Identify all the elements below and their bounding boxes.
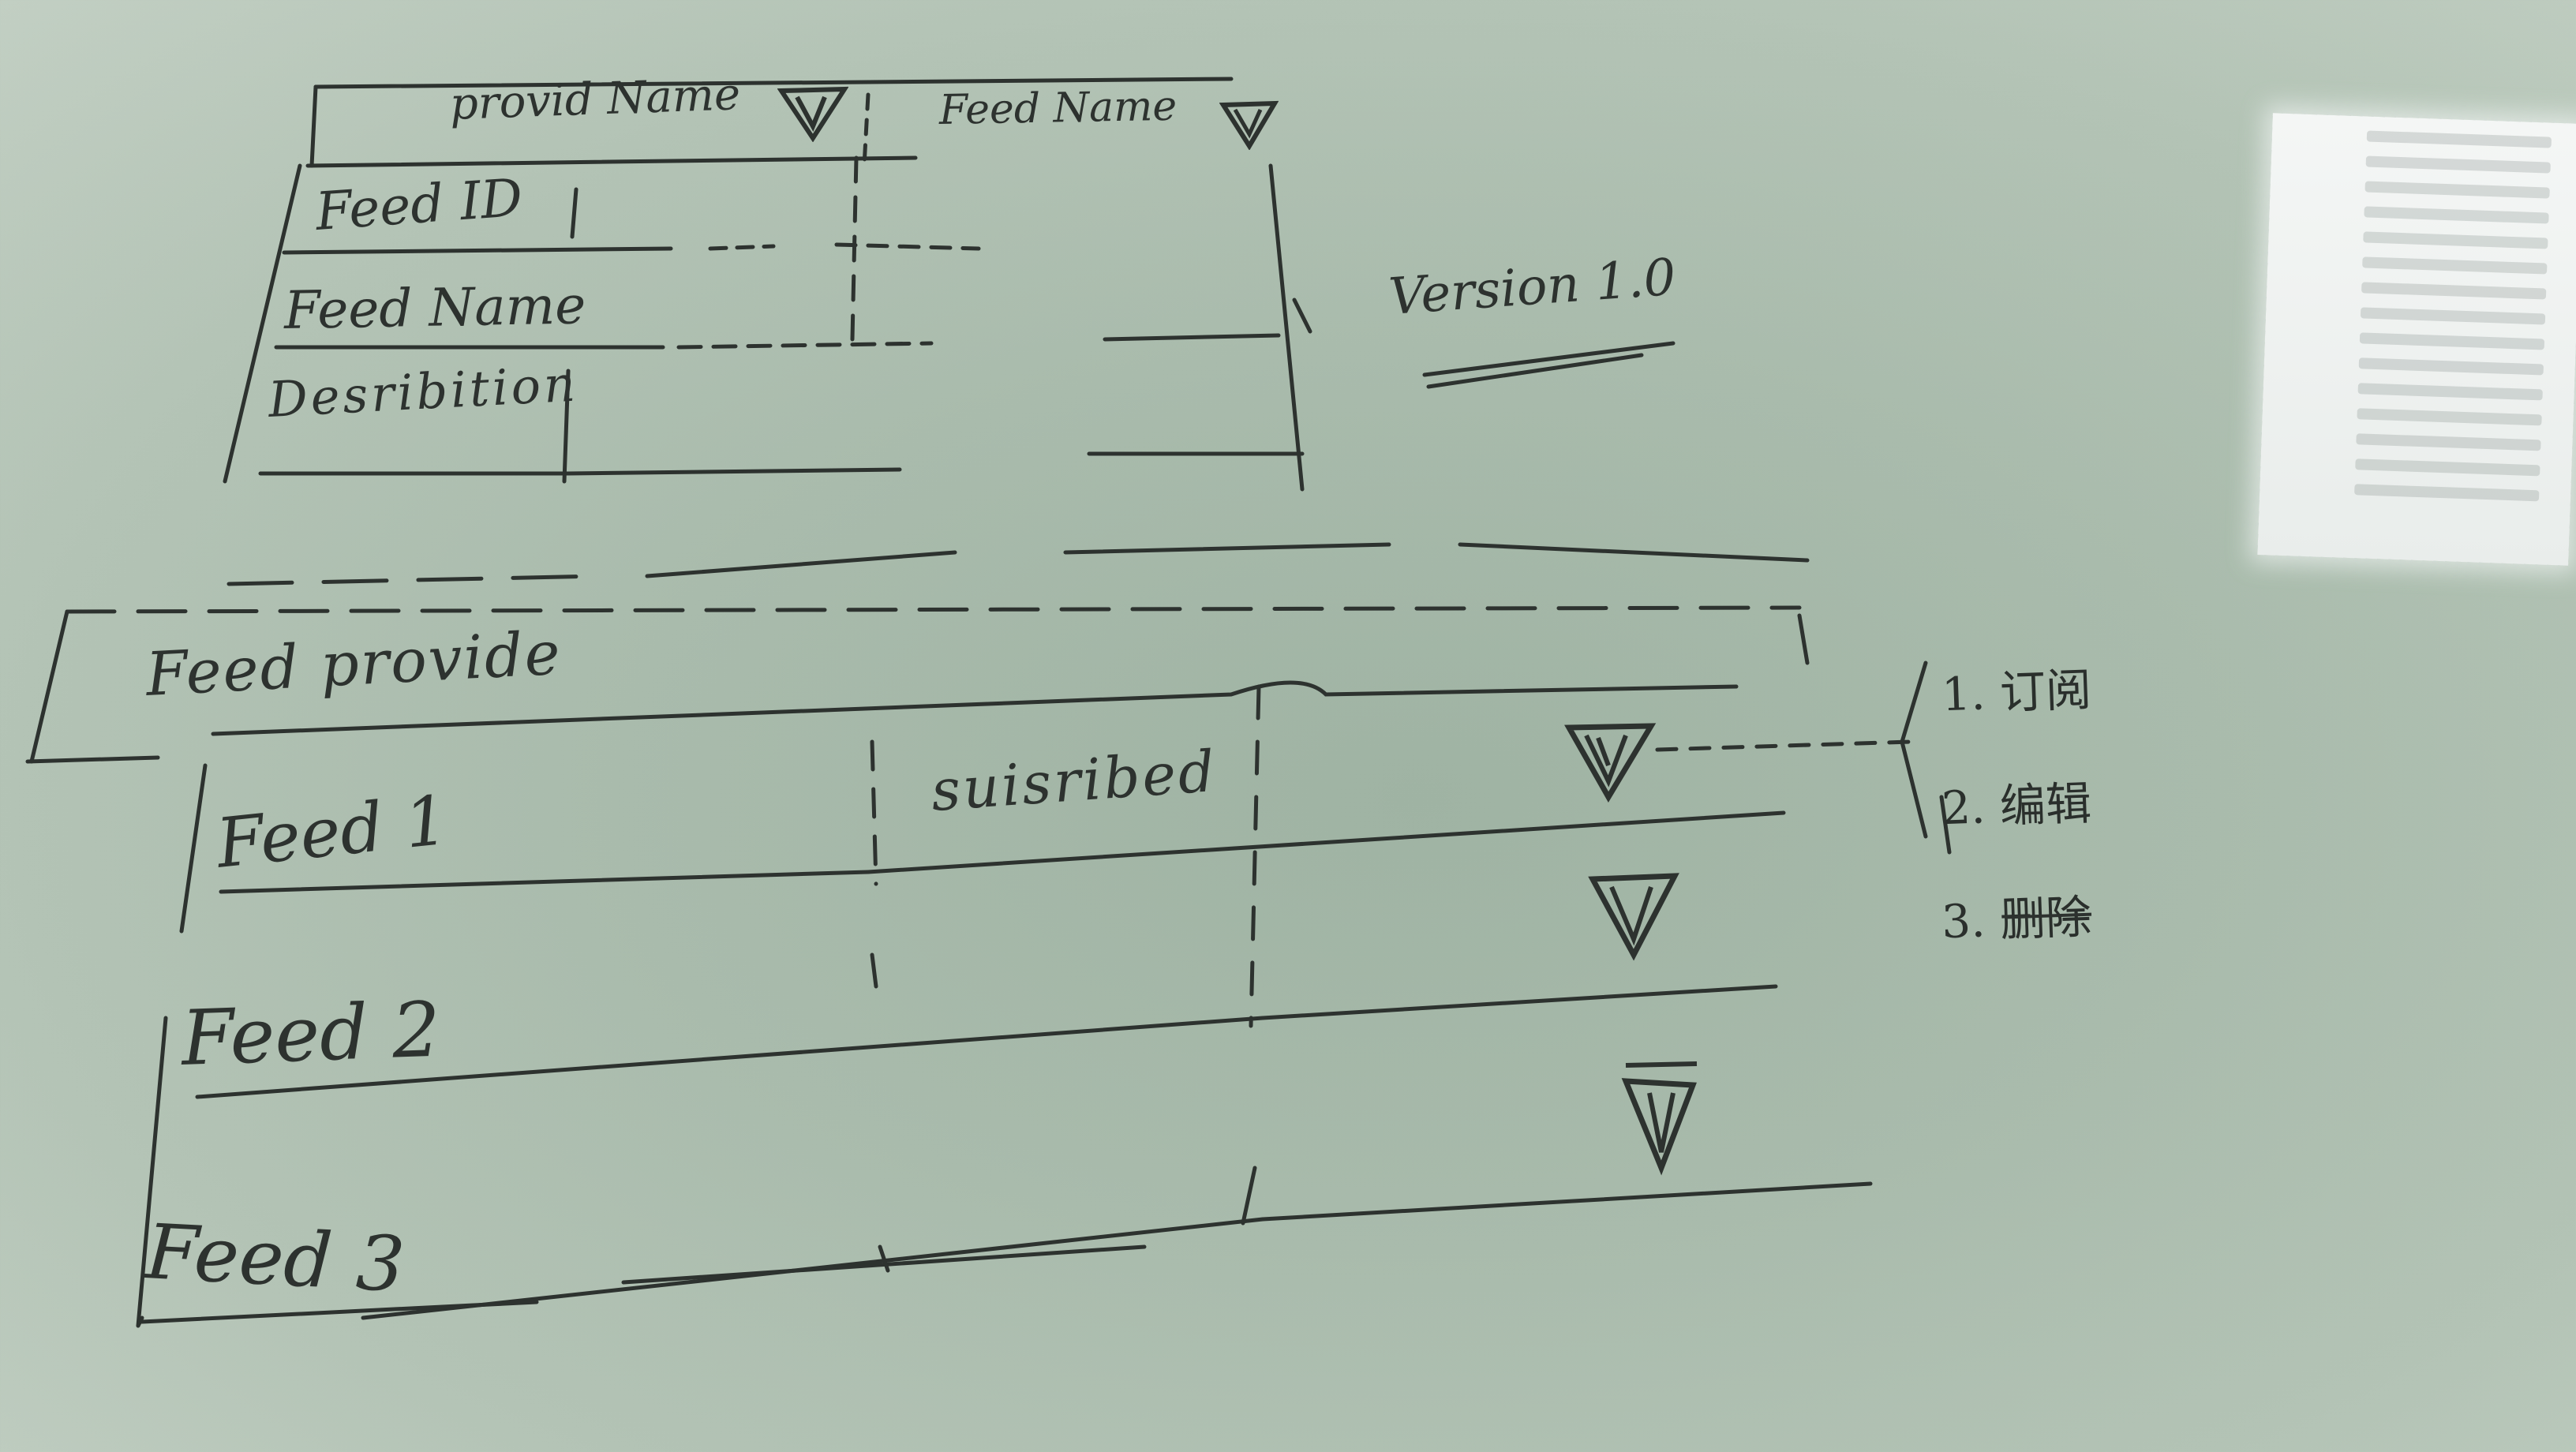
- dropdown-triangle-icon[interactable]: [1586, 868, 1681, 963]
- feed-row-2-name[interactable]: Feed 2: [180, 985, 442, 1083]
- dropdown-triangle-icon[interactable]: [1219, 99, 1279, 150]
- action-delete-item[interactable]: 3. 删除: [1941, 880, 2093, 952]
- dropdown-triangle-icon[interactable]: [1563, 718, 1657, 805]
- action-edit-item[interactable]: 2. 编辑: [1941, 776, 2093, 836]
- dropdown-triangle-icon[interactable]: [1618, 1057, 1705, 1176]
- feed-name-column-header[interactable]: Feed Name: [938, 82, 1178, 134]
- row-action-menu: 1. 订阅 2. 编辑 3. 删除: [1941, 655, 2093, 996]
- feed-row-3-name[interactable]: Feed 3: [144, 1207, 407, 1310]
- feed-name-field-label: Feed Name: [283, 275, 586, 341]
- dropdown-triangle-icon[interactable]: [777, 83, 848, 142]
- action-subscribe-item[interactable]: 1. 订阅: [1941, 662, 2093, 722]
- provider-name-column-header[interactable]: provid Name: [448, 69, 742, 130]
